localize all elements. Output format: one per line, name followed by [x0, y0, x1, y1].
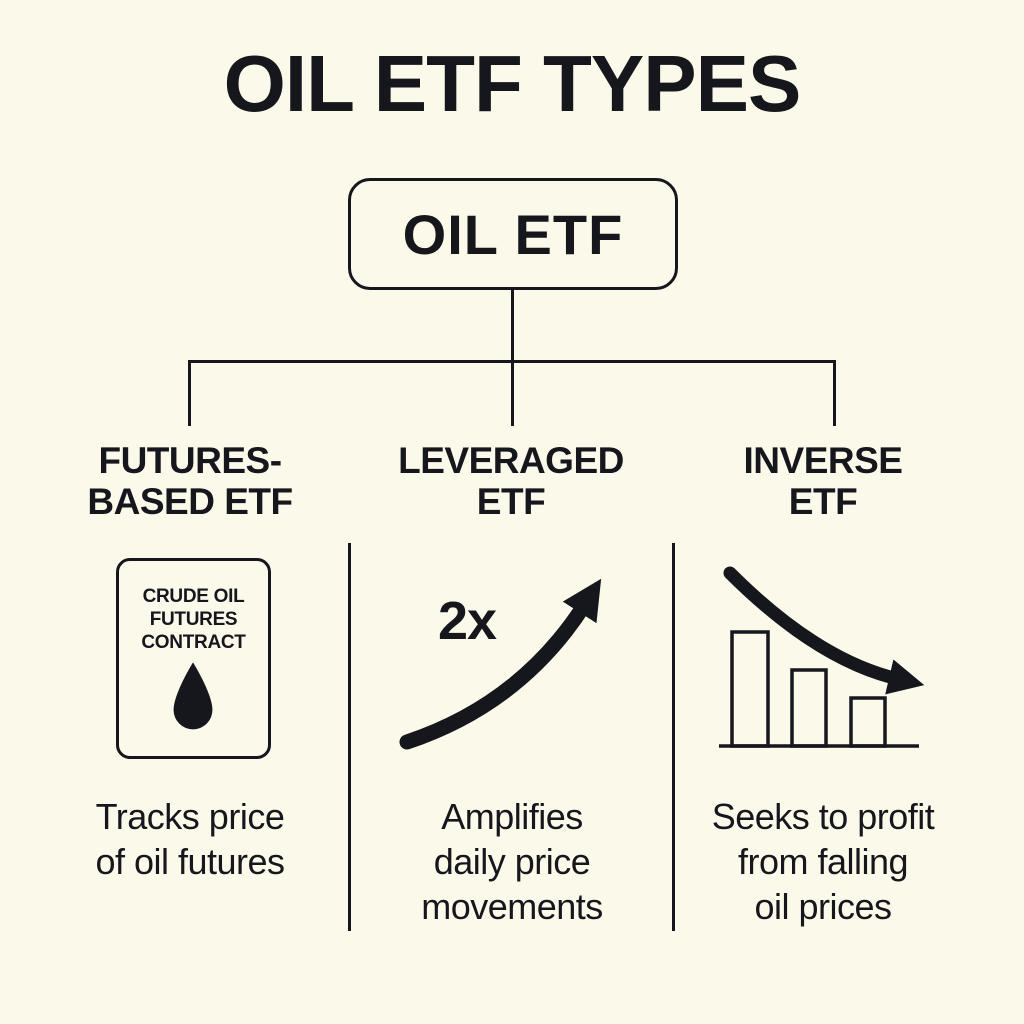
- contract-text-line: FUTURES: [149, 609, 238, 630]
- connector-stub-left: [188, 360, 191, 426]
- crude-oil-futures-contract-icon: CRUDE OIL FUTURES CONTRACT: [116, 558, 271, 759]
- column-divider-left: [348, 543, 351, 931]
- leverage-multiplier-label: 2x: [437, 591, 497, 651]
- root-node-oil-etf: OIL ETF: [348, 178, 678, 290]
- heading-inverse-etf: INVERSE ETF: [668, 440, 978, 522]
- description-leveraged: Amplifies daily price movements: [352, 794, 672, 929]
- description-line: Seeks to profit: [711, 796, 935, 837]
- description-line: daily price: [433, 841, 591, 882]
- root-node-label: OIL ETF: [402, 202, 624, 266]
- heading-line: LEVERAGED: [398, 440, 624, 481]
- bar-chart-bars: [730, 630, 887, 748]
- bar-short: [849, 696, 887, 748]
- description-futures-based: Tracks price of oil futures: [30, 794, 350, 884]
- heading-futures-based-etf: FUTURES- BASED ETF: [35, 440, 345, 522]
- column-divider-right: [672, 543, 675, 931]
- connector-stub-right: [833, 360, 836, 426]
- heading-line: ETF: [476, 481, 546, 522]
- description-line: oil prices: [754, 886, 892, 927]
- description-inverse: Seeks to profit from falling oil prices: [663, 794, 983, 929]
- heading-line: ETF: [788, 481, 858, 522]
- description-line: movements: [421, 886, 603, 927]
- description-line: Amplifies: [441, 796, 583, 837]
- heading-line: FUTURES-: [98, 440, 282, 481]
- description-line: from falling: [737, 841, 909, 882]
- heading-leveraged-etf: LEVERAGED ETF: [356, 440, 666, 522]
- connector-stub-middle: [511, 360, 514, 426]
- bar-tall: [730, 630, 770, 748]
- description-line: Tracks price: [95, 796, 285, 837]
- connector-root-stem: [511, 290, 514, 362]
- description-line: of oil futures: [95, 841, 285, 882]
- bar-medium: [790, 668, 828, 748]
- rising-arrow-icon: [399, 578, 602, 750]
- contract-text-line: CRUDE OIL: [142, 586, 245, 607]
- falling-arrow: [723, 566, 925, 695]
- oil-drop-icon: [173, 662, 213, 730]
- declining-bar-chart-arrow-icon: [719, 566, 925, 748]
- heading-line: INVERSE: [743, 440, 903, 481]
- page-title: OIL ETF TYPES: [223, 39, 802, 128]
- heading-line: BASED ETF: [87, 481, 293, 522]
- contract-text-line: CONTRACT: [141, 632, 246, 653]
